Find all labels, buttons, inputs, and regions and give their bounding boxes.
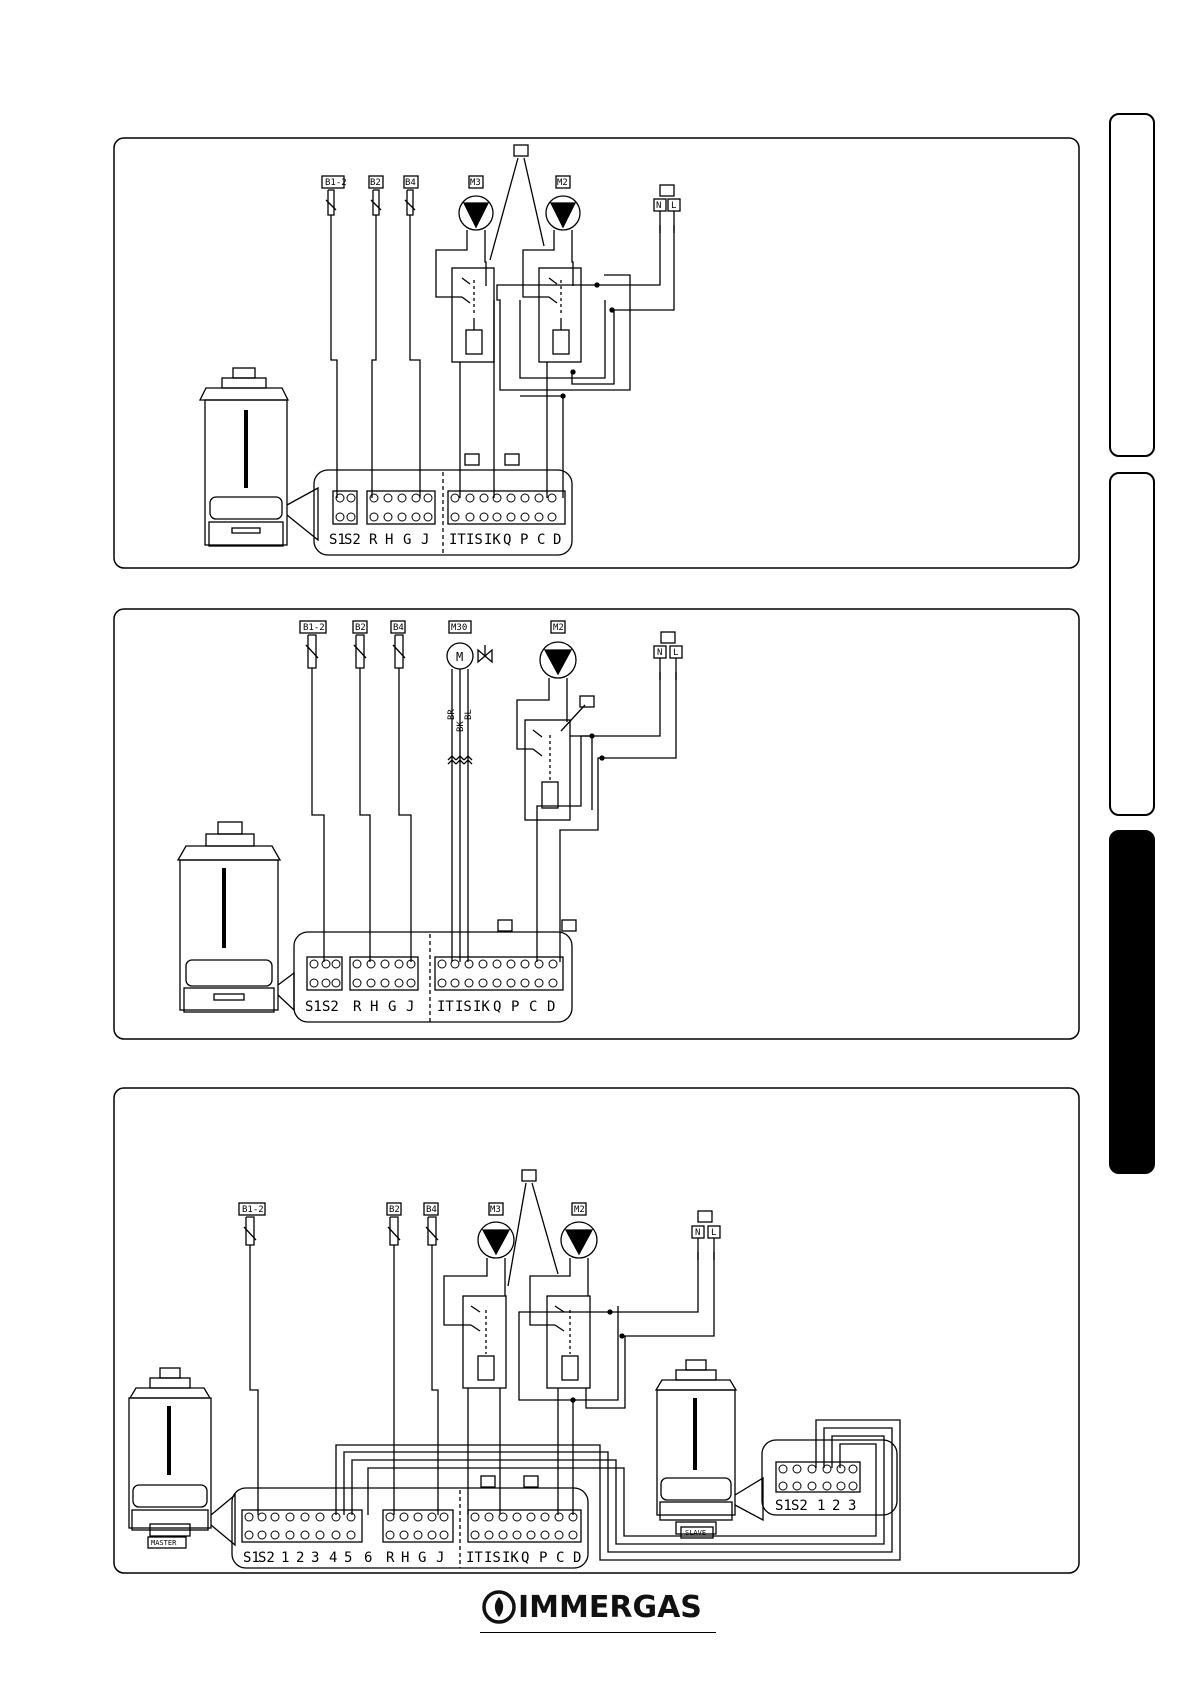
p3-power-l: L: [711, 1228, 716, 1238]
p3-term-is: IS: [484, 1550, 501, 1566]
p3-term-j: J: [436, 1550, 444, 1566]
p3-term-r: R: [386, 1550, 395, 1566]
p1-term-j: J: [421, 532, 429, 548]
boiler-illustration-1: [200, 368, 288, 546]
p2-sensor-b4: B4: [393, 623, 404, 633]
p1-sensor-b12: B1-2: [325, 178, 347, 188]
master-label: MASTER: [151, 1539, 177, 1547]
diagram-panel-2: [114, 609, 1079, 1039]
p3-term-d: D: [573, 1550, 581, 1566]
p2-term-p: P: [511, 999, 519, 1015]
p2-power-l: L: [673, 648, 678, 658]
slave-term-2: 2: [832, 1498, 840, 1514]
slave-term-1: 1: [817, 1498, 825, 1514]
p2-term-is: IS: [455, 999, 472, 1015]
p1-term-it: IT: [449, 532, 466, 548]
p1-sensor-b4: B4: [405, 178, 416, 188]
p1-term-h: H: [385, 532, 393, 548]
p3-pump-m3: M3: [490, 1205, 501, 1215]
diagram-panel-1: [114, 138, 1079, 568]
p2-term-d: D: [547, 999, 555, 1015]
p1-term-r: R: [369, 532, 378, 548]
p3-term-g: G: [418, 1550, 426, 1566]
slave-term-s1: S1: [775, 1498, 792, 1514]
p2-term-r: R: [353, 999, 362, 1015]
p3-term-p: P: [539, 1550, 547, 1566]
p3-sensor-b4: B4: [426, 1205, 437, 1215]
p2-pump-m2: M2: [553, 623, 564, 633]
p2-term-c: C: [529, 999, 537, 1015]
p2-term-ik: IK: [473, 999, 490, 1015]
slave-term-s2: S2: [791, 1498, 808, 1514]
p3-power-n: N: [695, 1228, 700, 1238]
p3-term-1: 1: [281, 1550, 289, 1566]
p3-term-it: IT: [466, 1550, 483, 1566]
p1-term-s2: S2: [344, 532, 361, 548]
p3-term-4: 4: [329, 1550, 337, 1566]
p3-term-ik: IK: [502, 1550, 519, 1566]
diagram-panel-3: [114, 1088, 1079, 1573]
master-boiler-illustration: [129, 1368, 211, 1536]
p1-sensor-b2: B2: [370, 178, 381, 188]
p1-power-l: L: [671, 201, 676, 211]
p3-sensor-b12: B1-2: [242, 1205, 264, 1215]
p2-wire-bl: BL: [464, 709, 474, 720]
p2-term-s2: S2: [322, 999, 339, 1015]
p1-term-q: Q: [503, 532, 511, 548]
p2-sensor-b2: B2: [355, 623, 366, 633]
boiler-illustration-2: [178, 822, 280, 1012]
logo-underline: [480, 1632, 716, 1633]
p2-wire-bk: BK: [456, 721, 466, 732]
p2-motor-symbol: M: [456, 650, 463, 664]
p3-term-q: Q: [521, 1550, 529, 1566]
p1-term-ik: IK: [484, 532, 501, 548]
p2-wire-br: BR: [447, 709, 457, 720]
p3-term-h: H: [401, 1550, 409, 1566]
slave-label: SLAVE: [685, 1529, 706, 1537]
p1-pump-m2: M2: [557, 178, 568, 188]
p3-term-2: 2: [296, 1550, 304, 1566]
p1-term-is: IS: [466, 532, 483, 548]
p2-term-q: Q: [493, 999, 501, 1015]
p2-power-n: N: [657, 648, 662, 658]
p1-term-d: D: [553, 532, 561, 548]
p3-term-5: 5: [344, 1550, 352, 1566]
p3-term-3: 3: [311, 1550, 319, 1566]
immergas-logo: IMMERGAS: [480, 1588, 720, 1638]
p1-term-c: C: [537, 532, 545, 548]
p3-term-6: 6: [364, 1550, 372, 1566]
p3-term-c: C: [556, 1550, 564, 1566]
p2-valve-m30: M30: [451, 623, 467, 633]
brand-name: IMMERGAS: [518, 1590, 702, 1625]
p1-pump-m3: M3: [470, 178, 481, 188]
p1-power-n: N: [656, 201, 661, 211]
p1-term-p: P: [520, 532, 528, 548]
slave-boiler-illustration: [656, 1360, 736, 1534]
p2-term-s1: S1: [305, 999, 322, 1015]
p3-sensor-b2: B2: [389, 1205, 400, 1215]
p3-pump-m2: M2: [574, 1205, 585, 1215]
p1-term-g: G: [403, 532, 411, 548]
p2-term-j: J: [406, 999, 414, 1015]
p2-sensor-b12: B1-2: [303, 623, 325, 633]
p2-term-g: G: [388, 999, 396, 1015]
immergas-flame-icon: [482, 1590, 516, 1624]
p2-term-it: IT: [437, 999, 454, 1015]
p2-term-h: H: [370, 999, 378, 1015]
p3-term-s2: S2: [258, 1550, 275, 1566]
slave-term-3: 3: [848, 1498, 856, 1514]
